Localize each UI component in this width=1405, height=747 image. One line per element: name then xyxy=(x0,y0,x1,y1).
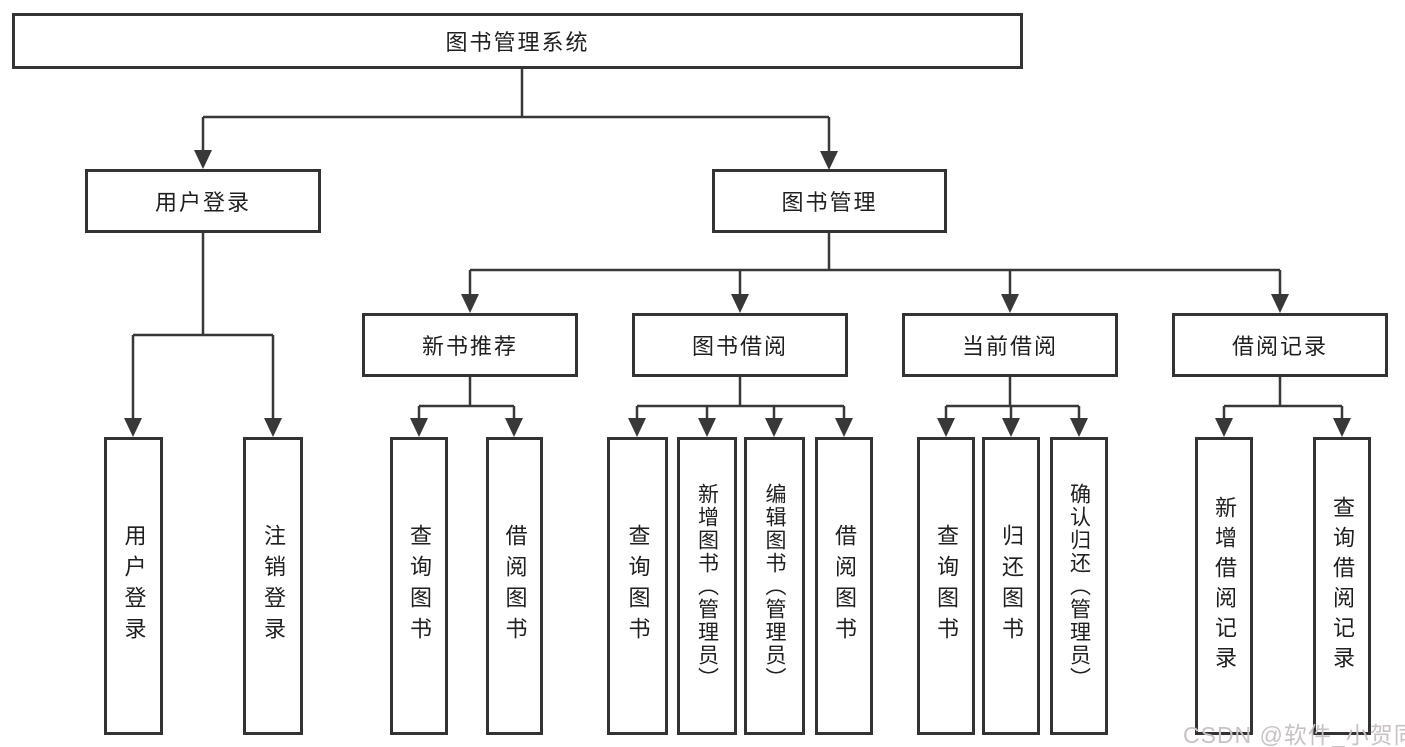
connector-current-borrow xyxy=(944,377,1081,421)
arrow-down-icon xyxy=(628,418,646,437)
node-label: 图书管理系统 xyxy=(445,30,590,55)
leaf-bb-query-books: 查询图书 xyxy=(607,437,668,735)
arrow-down-icon xyxy=(1001,294,1019,313)
node-label: 借阅图书 xyxy=(502,524,528,648)
node-label: 查询图书 xyxy=(625,524,651,648)
leaf-bb-edit-books-admin: 编辑图书（管理员） xyxy=(744,437,805,735)
node-label: 用户登录 xyxy=(121,524,147,648)
connector-user-login xyxy=(131,233,275,420)
leaf-cb-confirm-return-admin: 确认归还（管理员） xyxy=(1050,437,1108,735)
node-label: 查询借阅记录 xyxy=(1330,496,1355,676)
node-label: 新增图书（管理员） xyxy=(695,482,719,690)
connector-book-borrow xyxy=(635,377,846,421)
arrow-down-icon xyxy=(937,418,955,437)
arrow-down-icon xyxy=(461,294,479,313)
node-label: 查询图书 xyxy=(934,524,959,648)
leaf-user-login: 用户登录 xyxy=(104,437,163,735)
arrow-down-icon xyxy=(1215,418,1233,437)
node-label: 编辑图书（管理员） xyxy=(763,482,786,690)
connector-borrow-record xyxy=(1222,377,1344,421)
node-label: 借阅图书 xyxy=(832,524,857,648)
node-book-management: 图书管理 xyxy=(712,169,947,233)
node-book-borrow: 图书借阅 xyxy=(632,313,848,377)
leaf-cb-return-books: 归还图书 xyxy=(982,437,1040,735)
node-label: 注销登录 xyxy=(261,524,286,648)
arrowheads xyxy=(124,150,1351,437)
leaf-cb-query-books: 查询图书 xyxy=(917,437,975,735)
node-new-book-recommend: 新书推荐 xyxy=(362,313,578,377)
arrow-down-icon xyxy=(698,418,716,437)
node-user-login: 用户登录 xyxy=(85,169,321,233)
node-library-management-system: 图书管理系统 xyxy=(12,13,1023,69)
node-label: 图书借阅 xyxy=(691,334,788,359)
node-label: 图书管理 xyxy=(781,190,878,215)
node-label: 当前借阅 xyxy=(961,334,1058,359)
leaf-logout-login: 注销登录 xyxy=(243,437,303,735)
node-label: 确认归还（管理员） xyxy=(1067,482,1091,690)
leaf-bb-borrow-books: 借阅图书 xyxy=(815,437,873,735)
leaf-nb-borrow-books: 借阅图书 xyxy=(486,437,543,735)
arrow-down-icon xyxy=(264,418,282,437)
arrow-down-icon xyxy=(835,418,853,437)
arrow-down-icon xyxy=(194,150,212,169)
arrow-down-icon xyxy=(505,418,523,437)
arrow-down-icon xyxy=(820,151,838,170)
leaf-bb-add-books-admin: 新增图书（管理员） xyxy=(677,437,737,735)
node-label: 借阅记录 xyxy=(1231,334,1328,359)
connector-book-management xyxy=(468,233,1282,296)
leaf-br-add-borrow-record: 新增借阅记录 xyxy=(1195,437,1253,735)
watermark: CSDN @软件_小贺同学 xyxy=(1183,722,1405,747)
arrow-down-icon xyxy=(1333,418,1351,437)
arrow-down-icon xyxy=(1002,418,1020,437)
node-borrow-record: 借阅记录 xyxy=(1172,313,1388,377)
arrow-down-icon xyxy=(1070,418,1088,437)
node-label: 用户登录 xyxy=(154,190,251,215)
node-label: 新增借阅记录 xyxy=(1212,496,1237,676)
node-current-borrow: 当前借阅 xyxy=(902,313,1118,377)
arrow-down-icon xyxy=(765,418,783,437)
arrow-down-icon xyxy=(731,294,749,313)
arrow-down-icon xyxy=(410,418,428,437)
node-label: 新书推荐 xyxy=(421,334,518,359)
arrow-down-icon xyxy=(124,418,142,437)
arrow-down-icon xyxy=(1271,294,1289,313)
node-label: 查询图书 xyxy=(407,524,432,648)
connector-root xyxy=(201,69,831,152)
node-label: 归还图书 xyxy=(999,524,1024,648)
connector-new-book-recommend xyxy=(417,377,516,421)
leaf-nb-query-books: 查询图书 xyxy=(390,437,448,735)
leaf-br-query-borrow-record: 查询借阅记录 xyxy=(1313,437,1371,735)
